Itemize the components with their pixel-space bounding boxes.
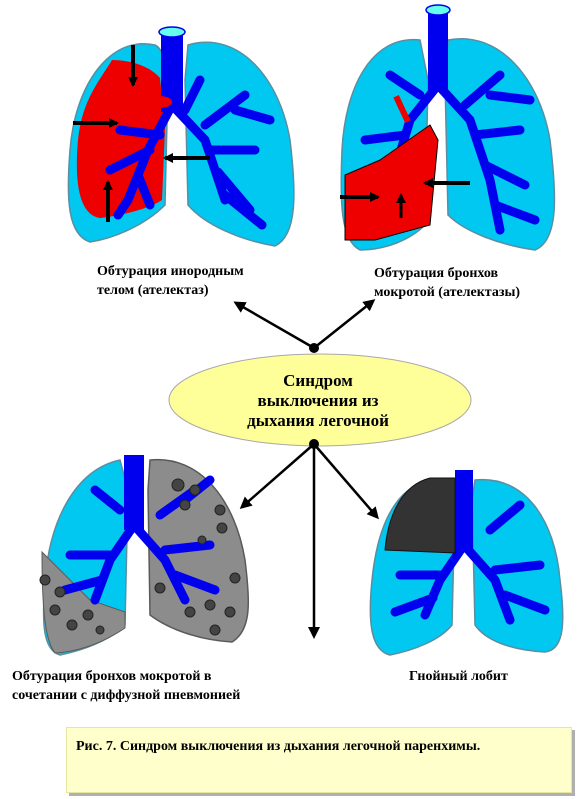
center-line-2: выключения из [257,391,379,410]
foreign-body [148,96,172,108]
figure-caption: Рис. 7. Синдром выключения из дыхания ле… [76,739,481,754]
abscess-region [384,477,456,554]
connector-arrows [233,299,379,639]
center-line-1: Синдром [283,371,353,390]
lungs-purulent-lobitis [369,470,564,656]
label-foreign-body: Обтурация инородным телом (ателектаз) [97,262,244,300]
lungs-foreign-body [67,26,295,247]
center-line-3: дыхания легочной [247,411,389,429]
label-sputum-line1: Обтурация бронхов [374,266,499,281]
center-node-label: Синдром выключения из дыхания легочной [218,371,418,429]
figure-caption-box [66,727,572,793]
label-diffuse-pneumonia: Обтурация бронхов мокротой в сочетании с… [12,667,240,705]
label-foreign-body-line1: Обтурация инородным [97,264,244,279]
label-lobitis-line1: Гнойный лобит [409,669,508,684]
label-foreign-body-line2: телом (ателектаз) [97,283,209,298]
label-sputum-line2: мокротой (ателектазы) [374,285,521,300]
center-node [168,353,472,447]
label-purulent-lobitis: Гнойный лобит [409,667,508,686]
lungs-sputum [340,4,556,251]
label-pneumonia-line2: сочетании с диффузной пневмонией [12,688,241,703]
label-sputum: Обтурация бронхов мокротой (ателектазы) [374,264,520,302]
label-pneumonia-line1: Обтурация бронхов мокротой в [12,669,212,684]
lungs-diffuse-pneumonia [39,455,250,656]
